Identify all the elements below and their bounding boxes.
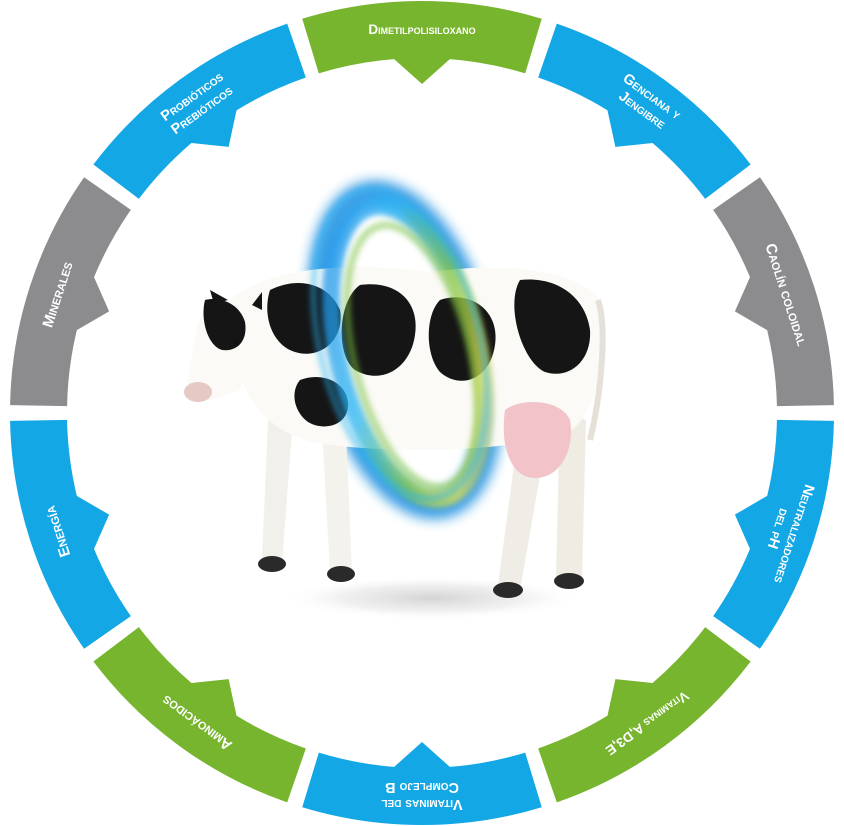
center-illustration [184,180,606,620]
segment-aminoacidos: Aminoácidos [93,627,306,803]
segment-shape [10,419,131,649]
cow-icon [184,267,606,598]
segment-shape [713,177,834,407]
segment-shape [538,23,751,199]
segment-vitaminas-complejo-b: Vitaminas delComplejo B [302,742,542,826]
segment-label-line: Vitaminas del [381,796,462,812]
segment-shape [93,627,306,803]
segment-shape [93,23,306,199]
segments-layer: Dimetilpolisiloxano Genciana yJengibreCao… [10,0,834,826]
segment-label-line: Dimetilpolisiloxano [368,22,475,37]
segment-shape [302,742,542,826]
segment-shape [538,627,751,803]
segment-label-line: Complejo B [385,779,459,795]
glow-ring-front [310,186,495,508]
segment-neutralizadores-ph: Neutralizadoresdel pH [713,419,834,649]
segment-shape [713,419,834,649]
segment-caolin-coloidal: Caolín coloidal [713,177,834,407]
segment-vitaminas-ad3e: Vitaminas A,D3,E [538,627,751,803]
ground-shadow [282,576,582,620]
segment-minerales: Minerales [10,177,131,407]
segment-shape [302,0,542,85]
segment-label: Dimetilpolisiloxano [368,22,475,37]
segment-probioticos-prebioticos: ProbióticosPrebióticos [93,23,306,199]
segment-energia: Energía [10,419,131,649]
segment-genciana-jengibre: Genciana yJengibre [538,23,751,199]
segment-label: Vitaminas delComplejo B [381,779,462,812]
segment-shape [10,177,131,407]
segment-dimetilpolisiloxano: Dimetilpolisiloxano [302,0,542,85]
